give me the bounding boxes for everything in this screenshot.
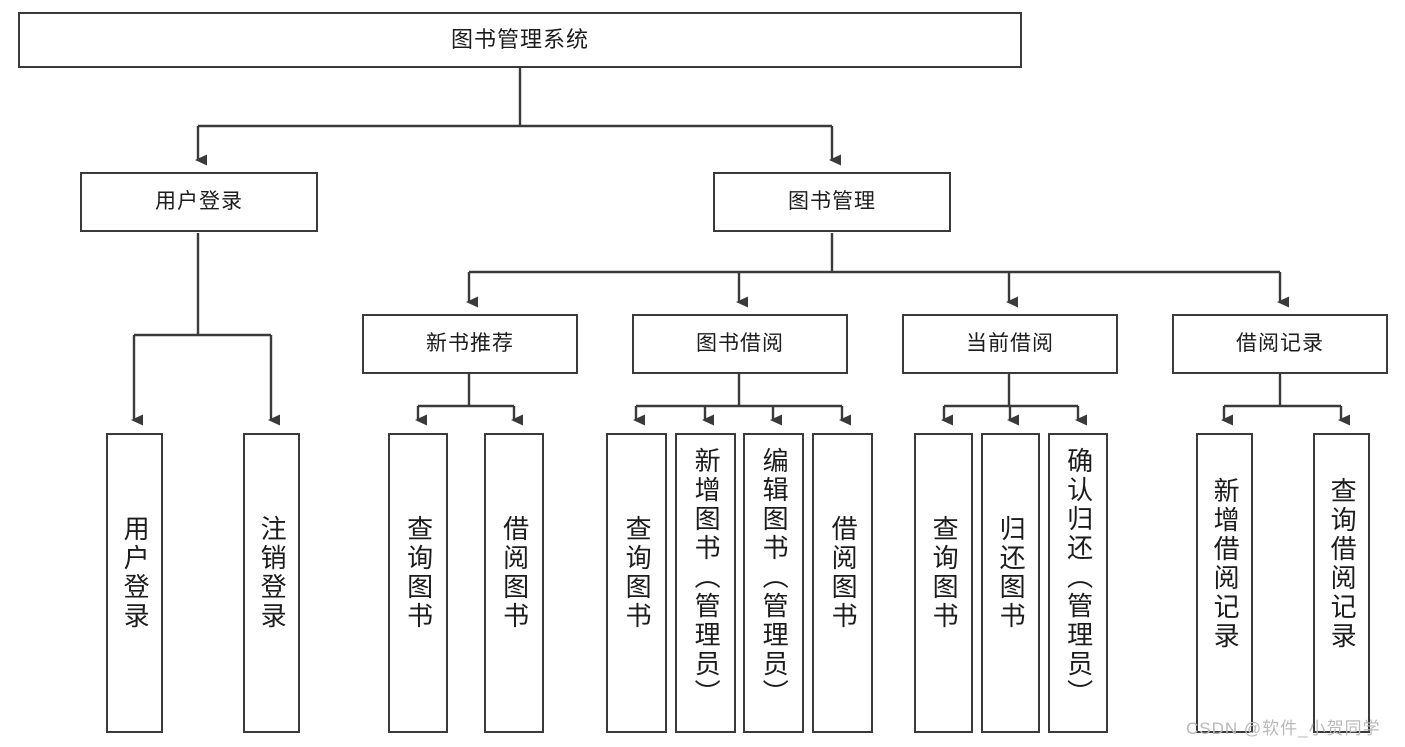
node-label: 当前借阅 bbox=[966, 331, 1054, 355]
csdn-watermark: CSDN @软件_小贺同学 bbox=[1186, 719, 1381, 738]
node-label: 借阅图书 bbox=[828, 515, 859, 631]
leaf-user-login-login[interactable]: 用户登录 bbox=[106, 433, 163, 733]
leaf-current-confirm-return-admin[interactable]: 确认归还（管理员） bbox=[1048, 433, 1108, 733]
node-label: 归还图书 bbox=[996, 515, 1027, 631]
leaf-borrow-query-book[interactable]: 查询图书 bbox=[606, 433, 667, 733]
node-label: 新增图书（管理员） bbox=[691, 447, 722, 708]
node-label: 借阅记录 bbox=[1236, 331, 1324, 355]
node-book-management[interactable]: 图书管理 bbox=[713, 172, 951, 232]
node-label: 图书管理系统 bbox=[450, 27, 589, 53]
leaf-recommend-query-book[interactable]: 查询图书 bbox=[388, 433, 448, 733]
node-label: 注销登录 bbox=[257, 515, 288, 631]
leaf-record-query-record[interactable]: 查询借阅记录 bbox=[1313, 433, 1370, 733]
leaf-borrow-borrow-book[interactable]: 借阅图书 bbox=[812, 433, 873, 733]
leaf-borrow-add-book-admin[interactable]: 新增图书（管理员） bbox=[675, 433, 736, 733]
node-label: 用户登录 bbox=[155, 189, 243, 213]
leaf-record-add-record[interactable]: 新增借阅记录 bbox=[1196, 433, 1253, 733]
node-label: 查询图书 bbox=[622, 515, 653, 631]
leaf-recommend-borrow-book[interactable]: 借阅图书 bbox=[484, 433, 544, 733]
node-new-book-recommend[interactable]: 新书推荐 bbox=[362, 314, 578, 374]
node-book-borrow[interactable]: 图书借阅 bbox=[632, 314, 848, 374]
leaf-borrow-edit-book-admin[interactable]: 编辑图书（管理员） bbox=[743, 433, 804, 733]
node-label: 查询图书 bbox=[929, 515, 960, 631]
node-label: 新增借阅记录 bbox=[1210, 477, 1241, 651]
leaf-current-query-book[interactable]: 查询图书 bbox=[914, 433, 973, 733]
leaf-user-login-logout[interactable]: 注销登录 bbox=[243, 433, 300, 733]
node-label: 编辑图书（管理员） bbox=[759, 447, 790, 708]
leaf-current-return-book[interactable]: 归还图书 bbox=[981, 433, 1040, 733]
node-label: 图书管理 bbox=[788, 189, 876, 213]
node-current-borrow[interactable]: 当前借阅 bbox=[902, 314, 1118, 374]
node-user-login[interactable]: 用户登录 bbox=[80, 172, 318, 232]
node-label: 查询借阅记录 bbox=[1327, 477, 1358, 651]
node-borrow-record[interactable]: 借阅记录 bbox=[1172, 314, 1388, 374]
node-label: 确认归还（管理员） bbox=[1063, 447, 1094, 708]
node-label: 查询图书 bbox=[403, 515, 434, 631]
node-label: 图书借阅 bbox=[696, 331, 784, 355]
node-root-system[interactable]: 图书管理系统 bbox=[18, 12, 1022, 68]
node-label: 用户登录 bbox=[120, 515, 151, 631]
node-label: 新书推荐 bbox=[426, 331, 514, 355]
node-label: 借阅图书 bbox=[499, 515, 530, 631]
